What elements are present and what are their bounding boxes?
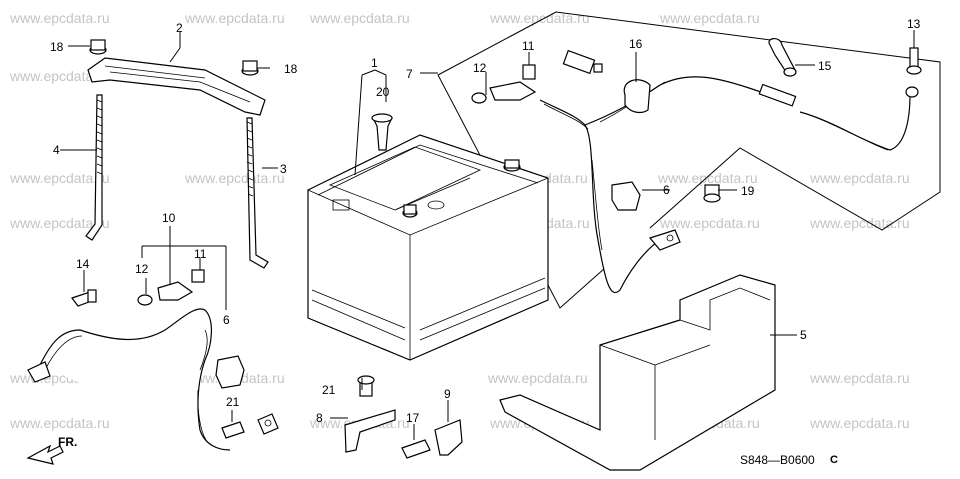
callout-14: 14: [76, 257, 90, 271]
watermark: www.epcdata.ru: [488, 370, 588, 386]
callout-16: 16: [629, 37, 643, 51]
callout-15: 15: [818, 59, 832, 73]
terminal-end-left: [257, 413, 279, 435]
watermark: www.epcdata.ru: [185, 170, 285, 186]
callout-4: 4: [53, 143, 60, 157]
ground-terminal-left: [27, 361, 51, 383]
hold-down-rod-right: [246, 117, 269, 269]
callout-11-left: 11: [194, 247, 207, 261]
watermark: www.epcdata.ru: [810, 415, 910, 431]
callout-1: 1: [371, 56, 378, 70]
negative-cable: [39, 308, 231, 451]
watermark: www.epcdata.ru: [658, 170, 758, 186]
positive-cable: [539, 76, 919, 293]
watermark: www.epcdata.ru: [10, 170, 110, 186]
callout-5: 5: [800, 328, 807, 342]
bolt-21-left: [221, 421, 245, 439]
diagram-suffix: C: [830, 454, 838, 466]
front-arrow-icon: FR.: [26, 435, 77, 465]
leader-lines: [60, 30, 915, 440]
callout-21-left: 21: [226, 395, 240, 409]
bolt-21-center: [357, 375, 375, 397]
watermark: www.epcdata.ru: [810, 370, 910, 386]
bolt-17: [401, 439, 431, 459]
terminal-nut-12-left: [137, 294, 153, 306]
callout-21-center: 21: [322, 383, 336, 397]
callout-9: 9: [444, 387, 451, 401]
callout-8: 8: [316, 411, 323, 425]
callout-3: 3: [280, 162, 287, 176]
callout-20: 20: [376, 85, 390, 99]
bracket-8: [344, 409, 396, 453]
flange-nut-18-right: [241, 60, 259, 76]
bolt-13: [906, 47, 922, 75]
negative-terminal-clamp: [157, 281, 194, 301]
battery-hold-down-bracket: [87, 57, 266, 116]
watermark: www.epcdata.ru: [310, 10, 410, 26]
callout-labels: 1 2 3 4 5 6 6 7 8 9 10 11 11 12 12 13 14…: [50, 17, 921, 425]
battery-bolt-20: [371, 113, 393, 151]
bolt-14: [71, 289, 97, 307]
hold-down-rod-left: [85, 94, 103, 241]
callout-6-left: 6: [223, 313, 230, 327]
callout-18-left: 18: [50, 40, 64, 54]
watermark: www.epcdata.ru: [810, 215, 910, 231]
bracket-9: [434, 419, 463, 456]
callout-11-right: 11: [522, 39, 535, 53]
battery-terminal-negative: [402, 204, 418, 218]
flange-nut-19: [703, 184, 721, 203]
callout-18-right: 18: [284, 62, 298, 76]
battery-tray: [499, 274, 776, 471]
terminal-bolt-11-left: [191, 269, 205, 283]
callout-12-right: 12: [473, 61, 487, 75]
callout-17: 17: [406, 411, 420, 425]
watermark: www.epcdata.ru: [660, 10, 760, 26]
callout-2: 2: [176, 21, 183, 35]
callout-6-right: 6: [663, 183, 670, 197]
watermark: www.epcdata.ru: [185, 10, 285, 26]
watermark: www.epcdata.ru: [10, 415, 110, 431]
cable-group-outline: [437, 11, 941, 309]
callout-7: 7: [406, 67, 413, 81]
battery-terminal-positive: [503, 159, 521, 172]
diagram-code: S848—B0600: [740, 453, 815, 467]
front-marker-label: FR.: [58, 435, 77, 449]
cable-clamp-16: [623, 79, 651, 114]
positive-terminal-clamp: [489, 81, 537, 101]
cable-clip-6-left: [215, 355, 245, 389]
watermark: www.epcdata.ru: [810, 170, 910, 186]
watermark: www.epcdata.ru: [10, 215, 110, 231]
terminal-nut-12: [471, 92, 487, 104]
flange-nut-18-left: [89, 39, 107, 55]
watermark: www.epcdata.ru: [490, 10, 590, 26]
callout-13: 13: [907, 17, 921, 31]
watermark: www.epcdata.ru: [10, 10, 110, 26]
terminal-bolt-11: [522, 64, 536, 80]
watermark: www.epcdata.ru: [660, 215, 760, 231]
callout-19: 19: [741, 184, 755, 198]
watermark: www.epcdata.ru: [10, 68, 110, 84]
callout-12-left: 12: [135, 262, 149, 276]
ground-terminal-right: [648, 229, 681, 251]
cable-clip-6-right: [611, 181, 641, 211]
cable-connector: [562, 49, 603, 75]
callout-10: 10: [162, 211, 176, 225]
battery: [307, 134, 549, 361]
cable-clip-15: [768, 38, 797, 77]
